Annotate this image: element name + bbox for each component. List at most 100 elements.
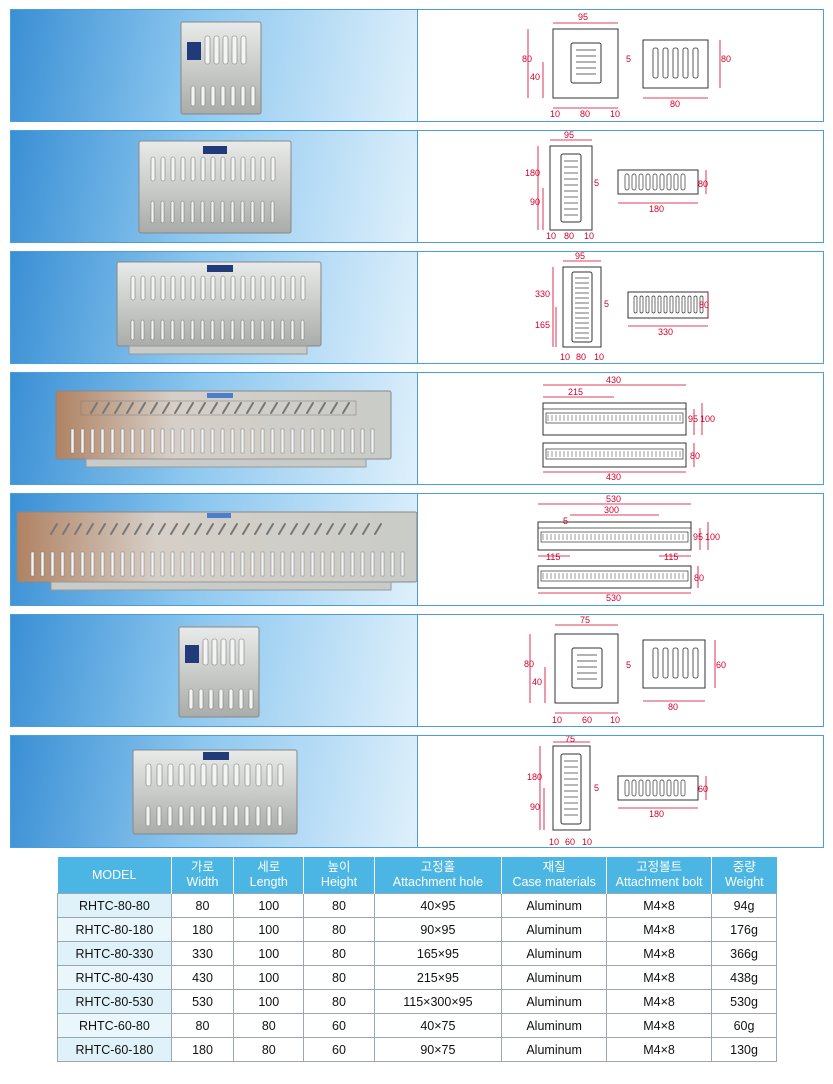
cell-attachment-hole: 115×300×95 [373,989,503,1014]
dim-front-w: 80 [668,702,678,712]
dim-right-edge: 115 [664,552,678,562]
dim-side: 5 [594,783,599,793]
cell-weight: 176g [711,917,777,942]
cell-attachment-hole: 90×75 [373,1037,503,1062]
cell-attachment-hole: 40×75 [373,1013,503,1038]
dim-left-edge: 115 [546,552,560,562]
cell-length: 80 [233,1037,305,1062]
dim-height-total: 80 [524,659,534,669]
dim-height-total: 180 [525,168,540,178]
cell-width: 430 [170,965,235,990]
cell-weight: 60g [711,1013,777,1038]
dim-height-total: 80 [522,54,532,64]
dimension-drawing: 75 180 90 10 60 10 5 60 180 [418,734,823,847]
dim-bottom-1: 10 [546,231,556,241]
dim-front-w: 330 [658,327,673,337]
product-row-4: 430 215 95 100 80 430 [10,372,824,485]
dim-side: 5 [563,516,568,526]
dim-bottom-2: 80 [564,231,574,241]
cell-length: 100 [233,989,305,1014]
cell-weight: 130g [711,1037,777,1062]
cell-attachment-hole: 215×95 [373,965,503,990]
table-row: RHTC-60-80 80 80 60 40×75 Aluminum M4×8 … [57,1013,777,1038]
cell-height: 60 [303,1013,375,1038]
cell-weight: 366g [711,941,777,966]
dim-height-half: 90 [530,197,540,207]
dim-width-top: 75 [565,736,575,744]
dim-front-w: 80 [670,99,680,109]
dim-front-h: 80 [698,179,708,189]
cell-bolt: M4×8 [606,965,713,990]
dim-bottom-1: 10 [550,109,560,119]
cell-weight: 530g [711,989,777,1014]
dim-height-total: 330 [535,289,550,299]
dim-side: 5 [594,178,599,188]
cell-material: Aluminum [501,917,608,942]
cell-material: Aluminum [501,1037,608,1062]
product-photo [11,252,418,363]
dim-front-h: 60 [698,784,708,794]
cell-length: 100 [233,893,305,918]
cell-attachment-hole: 40×95 [373,893,503,918]
cell-model: RHTC-60-180 [57,1037,172,1062]
heater-case-image [55,390,392,468]
dim-bottom-2: 80 [580,109,590,119]
cell-weight: 438g [711,965,777,990]
dim-front-h: 80 [694,573,704,583]
cell-attachment-hole: 165×95 [373,941,503,966]
cell-model: RHTC-80-330 [57,941,172,966]
table-row: RHTC-80-530 530 100 80 115×300×95 Alumin… [57,989,777,1014]
cell-model: RHTC-60-80 [57,1013,172,1038]
heater-case-image [138,140,292,234]
cell-bolt: M4×8 [606,941,713,966]
cell-width: 530 [170,989,235,1014]
dimension-drawing: 95 330 165 10 80 10 5 80 330 [418,251,823,363]
dim-width-top: 95 [564,131,574,140]
header-model: MODEL [57,857,172,894]
cell-material: Aluminum [501,941,608,966]
dimension-drawing: 530 300 5 115 115 95 100 80 530 [418,494,823,605]
dim-bottom-3: 10 [610,715,620,725]
dim-bottom-2: 60 [582,715,592,725]
dim-side: 5 [626,54,631,64]
dim-front-h: 80 [690,451,700,461]
product-photo [11,373,418,484]
label-sticker [207,265,233,272]
dim-bottom-2: 80 [576,352,586,362]
table-row: RHTC-80-430 430 100 80 215×95 Aluminum M… [57,965,777,990]
dim-height-half: 165 [535,320,550,330]
dim-right-outer: 100 [700,414,715,424]
dim-top-total: 530 [606,494,621,504]
cell-length: 100 [233,941,305,966]
dim-front-h: 60 [716,660,726,670]
dim-front-h: 80 [699,300,709,310]
dim-right-outer: 100 [705,532,720,542]
dim-bottom-3: 10 [610,109,620,119]
cell-model: RHTC-80-430 [57,965,172,990]
label-sticker [203,146,227,154]
product-photo [11,131,418,242]
cell-material: Aluminum [501,965,608,990]
cell-material: Aluminum [501,1013,608,1038]
dimension-drawing: 75 80 40 10 60 10 5 60 80 [418,615,823,726]
product-photo [11,494,418,605]
cell-height: 60 [303,1037,375,1062]
heater-case-image [178,626,260,718]
heater-case-image [180,21,262,115]
label-sticker [185,645,199,663]
cell-width: 180 [170,1037,235,1062]
label-sticker [207,393,233,398]
cell-height: 80 [303,941,375,966]
cell-model: RHTC-80-530 [57,989,172,1014]
product-photo [11,736,418,847]
dim-side: 5 [604,299,609,309]
table-row: RHTC-80-80 80 100 80 40×95 Aluminum M4×8… [57,893,777,918]
dim-bottom-1: 10 [549,837,559,847]
dim-height-total: 180 [527,772,542,782]
drawing-svg: 75 180 90 10 60 10 5 60 180 [527,734,708,847]
